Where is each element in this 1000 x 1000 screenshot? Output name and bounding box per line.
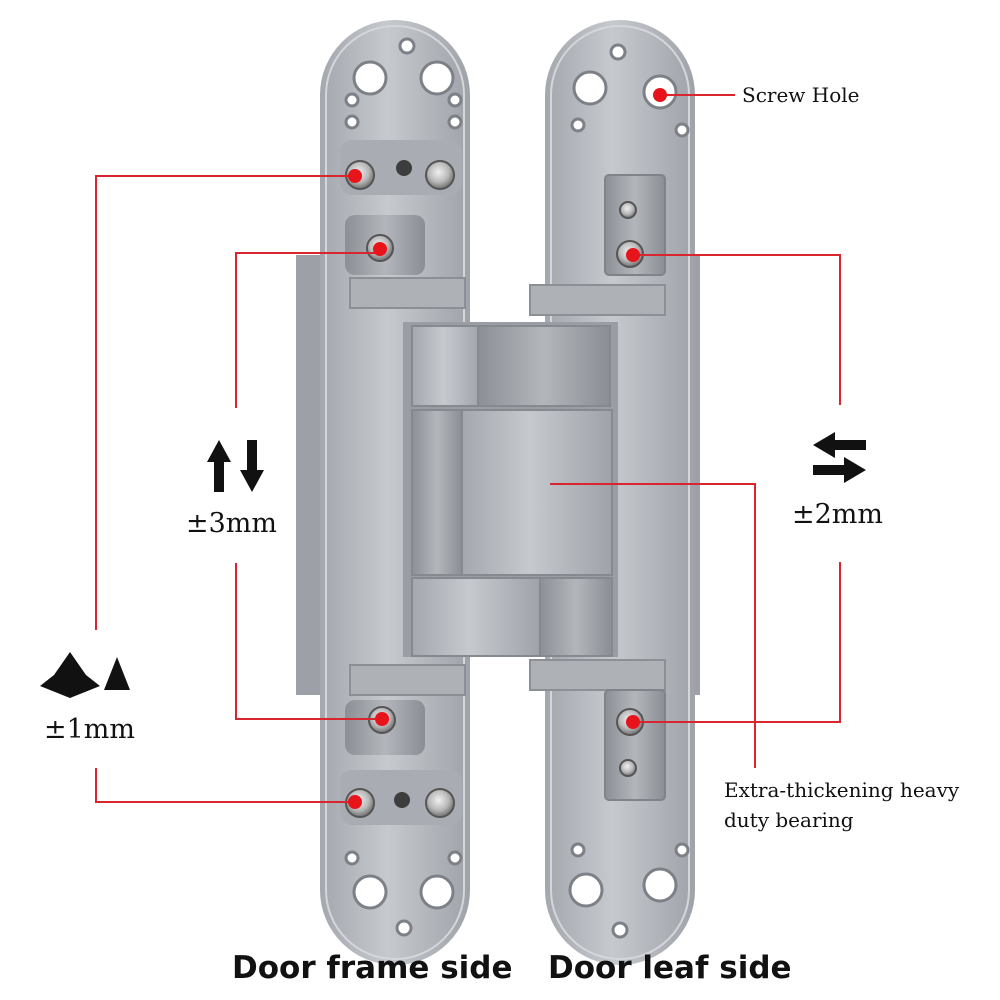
depth-adjust-icon bbox=[40, 652, 130, 698]
horizontal-adjust-label: ±2mm bbox=[792, 499, 884, 530]
red-markers bbox=[348, 88, 667, 809]
depth-adjust-label: ±1mm bbox=[44, 714, 136, 745]
marker-leaf-upper bbox=[626, 248, 640, 262]
leaf-bottom-holes bbox=[568, 842, 690, 939]
vertical-adjust-icon bbox=[207, 440, 264, 492]
leaf-side-caption: Door leaf side bbox=[548, 950, 792, 986]
marker-screw-hole bbox=[653, 88, 667, 102]
marker-frame-upper bbox=[373, 242, 387, 256]
marker-frame-bottom bbox=[348, 795, 362, 809]
marker-leaf-lower bbox=[626, 715, 640, 729]
horizontal-adjust-icon bbox=[813, 432, 866, 483]
leader-lines bbox=[95, 94, 841, 803]
frame-bottom-holes bbox=[344, 850, 463, 937]
bearing-label-line1: Extra-thickening heavy bbox=[724, 778, 960, 802]
frame-top-holes bbox=[344, 37, 463, 130]
leaf-top-holes bbox=[570, 43, 690, 138]
marker-frame-lower bbox=[375, 712, 389, 726]
center-bearing bbox=[403, 322, 618, 657]
marker-frame-top bbox=[348, 169, 362, 183]
screw-hole-label: Screw Hole bbox=[742, 83, 860, 107]
frame-side-caption: Door frame side bbox=[232, 950, 513, 986]
bearing-label-line2: duty bearing bbox=[724, 808, 854, 832]
frame-top-screws bbox=[340, 140, 462, 195]
vertical-adjust-label: ±3mm bbox=[186, 508, 278, 539]
